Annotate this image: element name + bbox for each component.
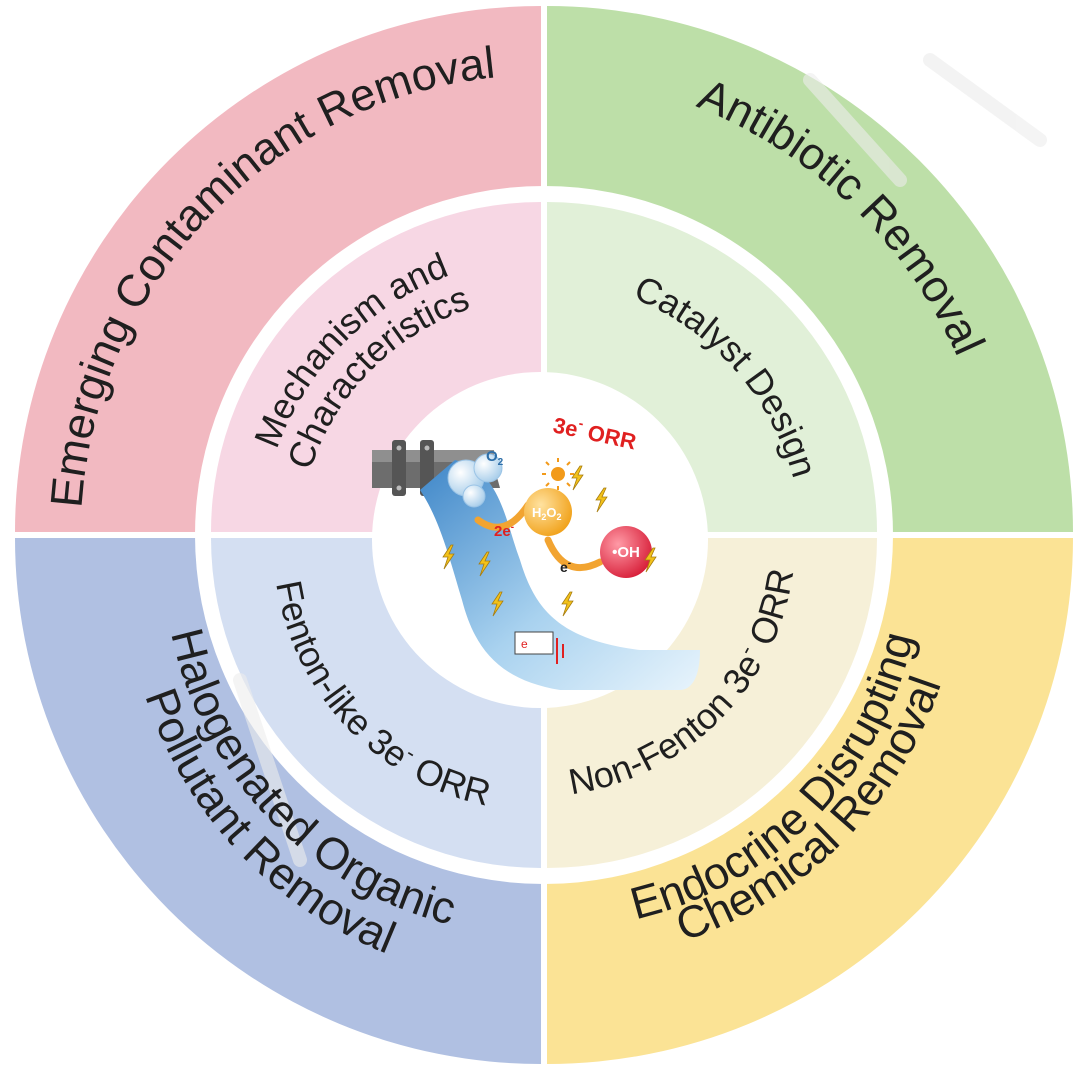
lightning-icons [442,465,657,617]
lightning-icon [491,591,504,617]
watermark [233,53,1047,867]
water-stream [420,460,700,690]
lightning-icon [442,544,455,570]
o2-label: O2 [486,448,504,468]
sun-icon [542,458,574,490]
o2-bubbles: O2 [447,448,504,508]
arrow-2e [474,501,532,531]
lightning-icon [595,487,608,513]
two-electron-label: 2e- [494,522,514,540]
electron-label: e- [560,558,571,575]
arrow-e [544,536,604,572]
h2o2-sphere: H2O2 [524,488,572,536]
oh-label: •OH [612,544,640,561]
oh-radical-sphere: •OH [600,526,652,578]
center-illustration: e O2 2e- H2O2 [372,412,700,690]
svg-text:e: e [521,637,528,651]
lightning-icon [561,591,574,617]
lightning-icon [478,551,491,577]
h2o2-label: H2O2 [532,505,562,522]
electrode-icon: e [514,631,564,664]
lightning-icon [571,465,584,491]
lightning-icon [644,547,657,573]
